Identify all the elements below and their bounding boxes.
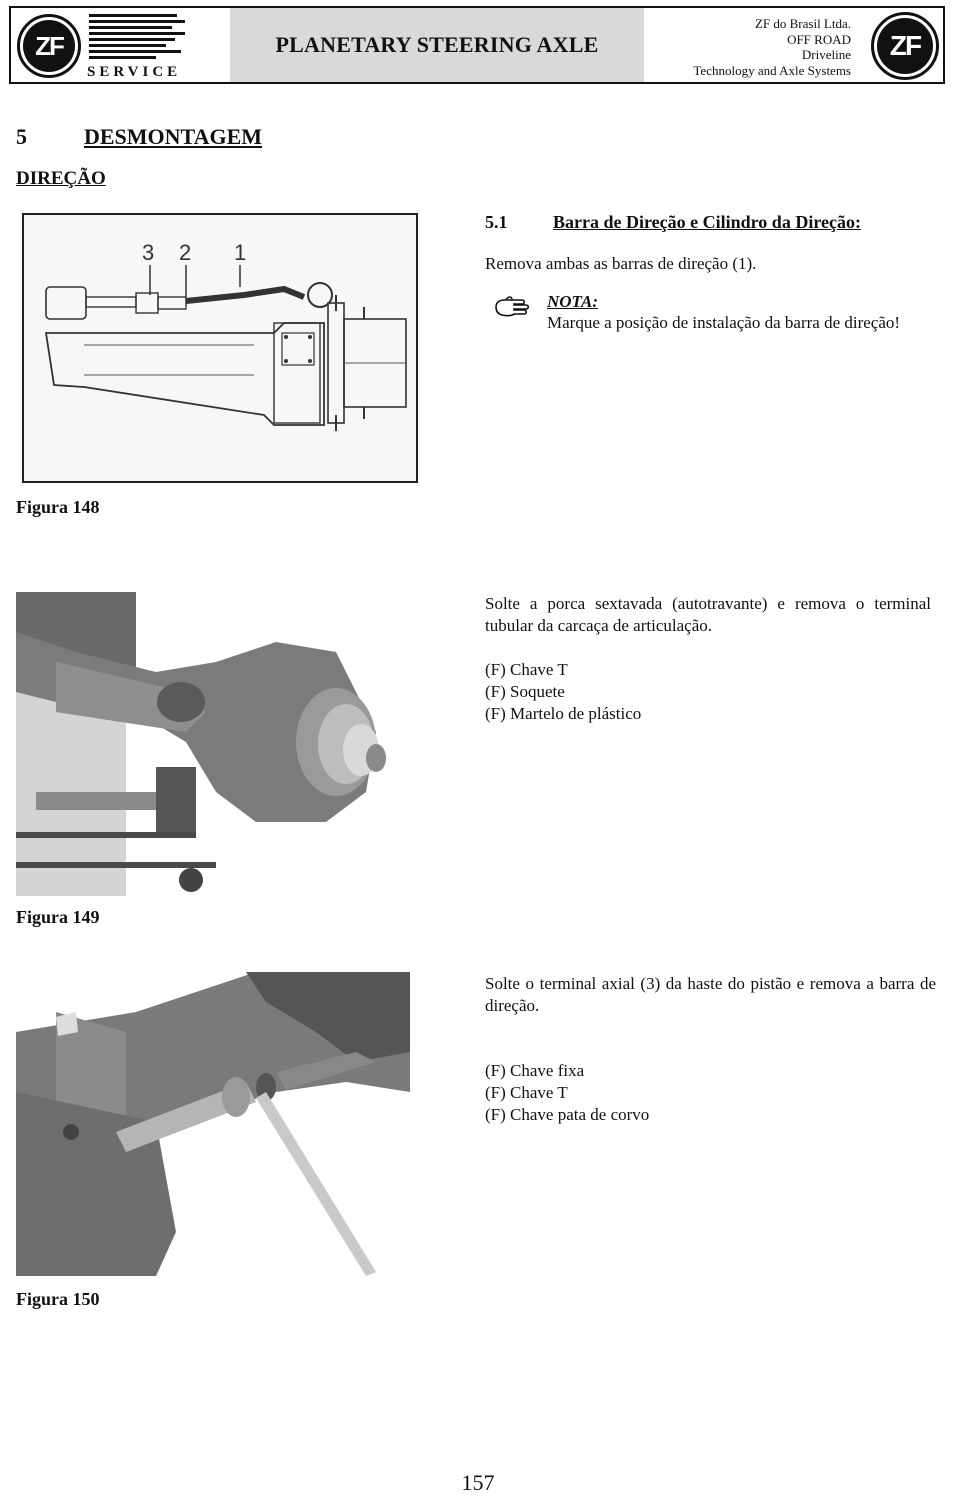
step-3-block: Solte o terminal axial (3) da haste do p… <box>485 973 936 1126</box>
callout-2: 2 <box>179 240 191 265</box>
tool-item: (F) Soquete <box>485 682 565 701</box>
tool-item: (F) Martelo de plástico <box>485 704 642 723</box>
pointing-hand-icon <box>494 294 534 320</box>
figure-150-photo <box>16 972 410 1276</box>
tool-item: (F) Chave T <box>485 660 568 679</box>
note-text: Marque a posição de instalação da barra … <box>547 313 901 332</box>
callout-1: 1 <box>234 240 246 265</box>
section-subtitle: DIREÇÃO <box>16 168 106 189</box>
zf-logo-icon: ZF <box>871 12 939 80</box>
page-header: ZF SERVICE PLANETARY STEERING AXLE ZF do… <box>9 6 945 84</box>
zf-service-logo: ZF SERVICE <box>15 12 231 80</box>
page-number: 157 <box>461 1470 495 1495</box>
figure-148-caption: Figura 148 <box>16 497 100 517</box>
figure-148-drawing: 3 2 1 <box>22 213 418 483</box>
figure-149-caption: Figura 149 <box>16 907 100 927</box>
step-2-text: Solte a porca sextavada (autotravante) e… <box>485 594 931 635</box>
step-3-text: Solte o terminal axial (3) da haste do p… <box>485 974 936 1015</box>
step-1-text: Remova ambas as barras de direção (1). <box>485 254 757 273</box>
figure-149-photo <box>16 592 410 896</box>
tool-item: (F) Chave T <box>485 1083 568 1102</box>
service-label: SERVICE <box>87 64 182 80</box>
tool-item: (F) Chave fixa <box>485 1061 585 1080</box>
document-title: PLANETARY STEERING AXLE <box>230 8 644 82</box>
step-2-block: Solte a porca sextavada (autotravante) e… <box>485 593 931 725</box>
note-block: NOTA: Marque a posição de instalação da … <box>547 292 933 334</box>
figure-150-caption: Figura 150 <box>16 1289 100 1309</box>
speed-lines-icon <box>89 14 185 66</box>
company-info: ZF do Brasil Ltda. OFF ROAD Driveline Te… <box>693 16 851 78</box>
zf-logo-icon: ZF <box>17 14 81 78</box>
note-label: NOTA: <box>547 292 598 311</box>
zf-logo-right: ZF <box>871 12 939 80</box>
tool-item: (F) Chave pata de corvo <box>485 1105 650 1124</box>
callout-3: 3 <box>142 240 154 265</box>
